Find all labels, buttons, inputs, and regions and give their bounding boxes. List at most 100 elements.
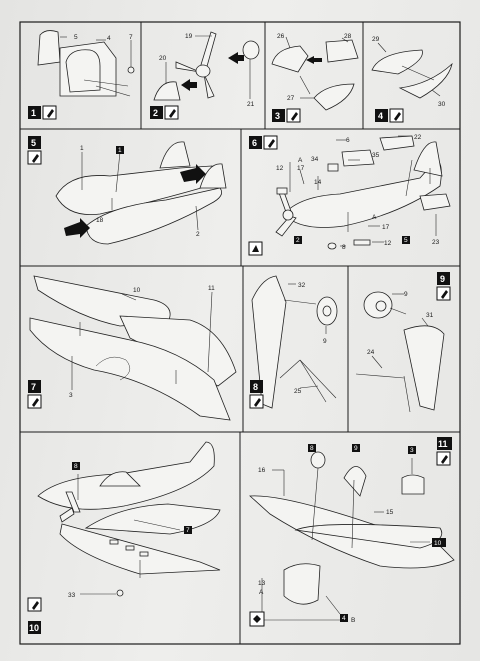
tailplane-part [379,135,415,151]
label-part-5: 5 [74,34,78,41]
glue-icon [32,398,39,407]
seat-part [65,49,101,93]
ref-step-8: 8 [310,445,314,452]
label-part-24: 24 [367,349,375,356]
label-part-2: 2 [196,231,200,238]
label-part-9: 9 [323,338,327,345]
ref-step-5: 5 [404,237,408,244]
glue-icon [32,601,39,610]
fuselage-right-part [85,187,223,245]
label-part-9-b: 9 [404,291,408,298]
label-part-33: 33 [68,592,76,599]
step-10-panel: 8 7 33 10 [27,441,221,634]
seat-back-part [37,30,61,66]
label-part-13: 13 [258,580,266,587]
label-A-lower: A [372,214,377,221]
arrow-icon [181,79,197,91]
step-9-number: 9 [440,274,445,284]
label-part-17-lower: 17 [382,224,390,231]
step-number-box [28,106,41,119]
step-8-panel: 32 9 25 8 [249,275,338,409]
canopy-fitted-part [341,149,375,167]
label-part-10: 10 [133,287,141,294]
step-6-number: 6 [252,138,257,148]
step-4-number: 4 [378,111,383,121]
spinner-fitted-part [282,209,294,221]
label-part-28: 28 [344,33,352,40]
glue-icon [394,112,401,121]
windshield-part [325,39,359,63]
glue-icon [32,154,39,163]
step-3-number: 3 [275,111,280,121]
step-10-number: 10 [29,623,39,633]
label-part-14: 14 [314,179,322,186]
ref-step-4: 4 [342,615,346,622]
fairing-part [371,49,423,75]
fairing-part-b [398,62,453,99]
propeller-hub-part [195,64,211,78]
ref-step-10: 10 [434,540,442,547]
label-part-19: 19 [185,33,193,40]
glue-icon [441,290,448,299]
label-part-29: 29 [372,36,380,43]
label-part-23: 23 [432,239,440,246]
pin-part [127,66,135,74]
label-part-30: 30 [438,101,446,108]
step-2-panel: 19 20 21 2 [150,31,260,120]
propeller-fitted-part [283,563,321,605]
label-part-7: 7 [129,34,133,41]
label-part-12-upper: 12 [276,165,284,172]
step-11-number: 11 [438,439,448,449]
upper-wing-part [33,275,171,327]
gear-door-part [403,325,445,411]
ref-step-1: 1 [118,147,122,154]
label-part-17-upper: 17 [297,165,305,172]
glue-icon [291,112,298,121]
label-part-25: 25 [294,388,302,395]
gear-leg-part [251,275,287,409]
canopy-part [271,45,309,73]
ref-step-3: 3 [410,447,414,454]
step-4-panel: 29 30 4 [371,36,453,123]
step-8-number: 8 [253,382,258,392]
glue-icon [47,109,54,118]
label-A-upper: A [298,157,303,164]
label-part-32: 32 [298,282,306,289]
label-part-8: 8 [342,244,346,251]
label-part-21: 21 [247,101,255,108]
label-part-31: 31 [426,312,434,319]
glue-icon [169,109,176,118]
label-part-27: 27 [287,95,295,102]
label-part-15: 15 [386,509,394,516]
label-part-11: 11 [208,285,215,292]
step-9-panel: 9 9 31 24 [355,272,451,413]
step-6-panel: 6 22 6 34 35 A 17 12 14 A [248,134,451,256]
label-part-34: 34 [311,156,319,163]
wheel-fitted-part [310,451,326,469]
label-part-18: 18 [96,217,104,224]
step-1-number: 1 [31,108,36,118]
label-part-4: 4 [107,35,111,42]
label-part-22: 22 [414,134,422,141]
label-part-35: 35 [372,152,380,159]
label-B: B [351,617,355,624]
label-part-16: 16 [258,467,266,474]
step-2-number: 2 [153,108,158,118]
label-part-26: 26 [277,33,285,40]
ref-step-9: 9 [354,445,358,452]
label-part-3: 3 [69,392,73,399]
label-A: A [259,589,264,596]
fuselage-assembled-part [283,159,442,228]
glue-icon [254,398,261,407]
wing-lower-part [59,523,221,575]
step-1-panel: 5 4 7 1 [28,30,135,120]
label-part-6: 6 [346,137,350,144]
step-3-panel: 26 28 27 3 [271,33,359,123]
elevator-part [419,193,451,211]
label-part-1: 1 [80,145,84,152]
canopy-rail-part [313,83,355,111]
glue-icon [268,139,275,148]
glue-icon [441,455,448,464]
